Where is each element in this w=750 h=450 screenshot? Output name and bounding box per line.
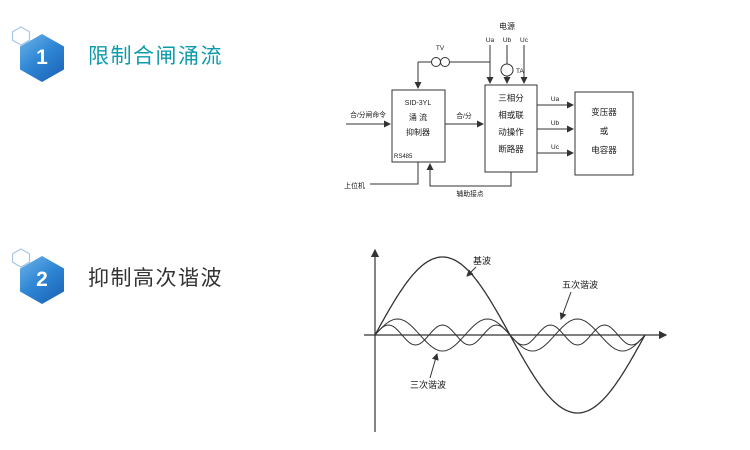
fifth-harmonic-label: 五次谐波 bbox=[562, 279, 598, 290]
rs485-label: RS485 bbox=[394, 154, 413, 160]
load-label-line2: 或 bbox=[600, 126, 609, 136]
harmonic-waveform-diagram: 基波 五次谐波 三次谐波 bbox=[364, 248, 668, 432]
suppressor-model-label: SID-3YL bbox=[405, 100, 432, 107]
breaker-label-line2: 相或联 bbox=[498, 110, 524, 120]
aux-contact-line bbox=[426, 163, 512, 187]
third-harmonic-pointer-arrow bbox=[429, 353, 439, 379]
tv-label: TV bbox=[436, 45, 445, 52]
breaker-label-line3: 动操作 bbox=[498, 127, 524, 137]
suppressor-label-line2: 涌 流 bbox=[409, 112, 427, 122]
load-label-line1: 变压器 bbox=[591, 107, 617, 117]
power-supply-label: 电源 bbox=[499, 21, 515, 31]
breaker-label-line1: 三相分 bbox=[498, 93, 524, 103]
load-label-line3: 电容器 bbox=[591, 145, 617, 155]
section2-badge: 2 bbox=[11, 248, 64, 304]
phase-ub-mid-label: Ub bbox=[551, 120, 560, 127]
host-label: 上位机 bbox=[344, 181, 365, 190]
section2-title: 抑制高次谐波 bbox=[88, 267, 223, 290]
deco-hexagon-icon bbox=[11, 26, 31, 46]
phase-uc-mid-label: Uc bbox=[551, 144, 560, 151]
ta-label: TA bbox=[516, 68, 524, 75]
section1-badge: 1 bbox=[11, 26, 64, 82]
suppressor-label-line3: 抑制器 bbox=[406, 127, 430, 137]
host-link-line bbox=[370, 162, 419, 185]
breaker-label-line4: 断路器 bbox=[498, 144, 524, 154]
phase-ub-top-label: Ub bbox=[503, 37, 512, 44]
aux-contact-label: 辅助接点 bbox=[456, 189, 483, 198]
close-open-label: 合/分 bbox=[456, 111, 472, 120]
current-transformer-icon bbox=[500, 63, 514, 77]
section1-title: 限制合闸涌流 bbox=[88, 45, 223, 68]
fifth-harmonic-wave bbox=[374, 324, 646, 346]
inrush-suppression-diagram: 电源 Ua Ub Uc TA TV SID-3YL 涌 流 抑制器 RS485 … bbox=[344, 21, 634, 198]
command-label: 合/分闸命令 bbox=[350, 110, 386, 119]
fundamental-pointer-arrow bbox=[466, 266, 477, 277]
third-harmonic-label: 三次谐波 bbox=[410, 379, 446, 390]
phase-ua-top-label: Ua bbox=[486, 37, 495, 44]
phase-ua-mid-label: Ua bbox=[551, 96, 560, 103]
section1-number: 1 bbox=[36, 46, 48, 69]
deco-hexagon-icon bbox=[11, 248, 31, 268]
voltage-transformer-icon bbox=[440, 57, 450, 67]
voltage-transformer-icon bbox=[431, 57, 441, 67]
phase-uc-top-label: Uc bbox=[520, 37, 529, 44]
suppressor-box bbox=[391, 89, 446, 163]
section2-number: 2 bbox=[36, 268, 48, 291]
load-box bbox=[574, 91, 634, 176]
fundamental-label: 基波 bbox=[473, 255, 491, 266]
fifth-harmonic-pointer-arrow bbox=[559, 291, 572, 320]
